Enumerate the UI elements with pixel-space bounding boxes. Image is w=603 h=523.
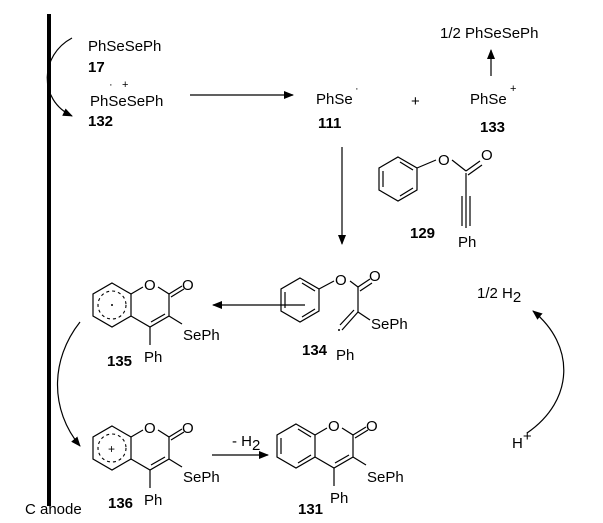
radical-dot: · bbox=[109, 79, 113, 91]
loss-h2-label: - H2 bbox=[232, 433, 260, 454]
selenyl-cation-charge: + bbox=[510, 83, 516, 95]
compound-135-label: 135 bbox=[107, 353, 132, 370]
134-phenyl: Ph bbox=[336, 347, 354, 364]
compound-129-label: 129 bbox=[410, 225, 435, 242]
compound-132-label: 132 bbox=[88, 113, 113, 130]
radical-cation-formula: PhSeSePh bbox=[90, 93, 163, 110]
diselenide-formula: PhSeSePh bbox=[88, 38, 161, 55]
136-seph: SePh bbox=[183, 469, 220, 486]
half-diselenide-formula: 1/2 PhSeSePh bbox=[440, 25, 538, 42]
selenyl-cation-formula: PhSe bbox=[470, 91, 507, 108]
compound-129-structure bbox=[378, 156, 483, 228]
129-carbonyl-oxygen: O bbox=[481, 147, 493, 164]
134-radical-dot bbox=[338, 329, 340, 331]
compound-136-structure bbox=[92, 425, 185, 488]
compound-134-structure bbox=[280, 277, 373, 331]
half-h2-label: 1/2 H2 bbox=[477, 285, 521, 306]
compound-17-label: 17 bbox=[88, 59, 105, 76]
anode-electrode bbox=[47, 14, 51, 506]
134-seph: SePh bbox=[371, 316, 408, 333]
plus-sign: + bbox=[411, 93, 420, 110]
proton-reduction-curved-arrow bbox=[526, 310, 565, 434]
135-ring-oxygen: O bbox=[144, 277, 156, 294]
second-oxidation-curved-arrow bbox=[57, 321, 81, 447]
135-carbonyl-oxygen: O bbox=[182, 277, 194, 294]
compound-111-label: 111 bbox=[318, 115, 341, 132]
129-ester-oxygen: O bbox=[438, 152, 450, 169]
selenyl-radical-formula: PhSe bbox=[316, 91, 353, 108]
compound-131-label: 131 bbox=[298, 501, 323, 518]
131-ring-oxygen: O bbox=[328, 418, 340, 435]
compound-135-structure bbox=[92, 282, 185, 345]
136-ring-oxygen: O bbox=[144, 420, 156, 437]
anode-label: C anode bbox=[25, 501, 82, 518]
136-phenyl: Ph bbox=[144, 492, 162, 509]
134-ester-oxygen: O bbox=[335, 272, 347, 289]
131-carbonyl-oxygen: O bbox=[366, 418, 378, 435]
135-phenyl: Ph bbox=[144, 349, 162, 366]
134-carbonyl-oxygen: O bbox=[369, 268, 381, 285]
selenyl-radical-dot: · bbox=[355, 83, 359, 95]
oxidation-curved-arrow bbox=[46, 37, 73, 117]
129-phenyl: Ph bbox=[458, 234, 476, 251]
proton-label: H+ bbox=[512, 428, 532, 452]
compound-131-structure bbox=[276, 423, 369, 486]
135-seph: SePh bbox=[183, 327, 220, 344]
131-phenyl: Ph bbox=[330, 490, 348, 507]
cation-charge: + bbox=[122, 79, 128, 91]
compound-134-label: 134 bbox=[302, 342, 328, 359]
136-carbonyl-oxygen: O bbox=[182, 420, 194, 437]
131-seph: SePh bbox=[367, 469, 404, 486]
compound-136-label: 136 bbox=[108, 495, 133, 512]
136-ring-charge: + bbox=[108, 442, 115, 456]
compound-133-label: 133 bbox=[480, 119, 505, 136]
